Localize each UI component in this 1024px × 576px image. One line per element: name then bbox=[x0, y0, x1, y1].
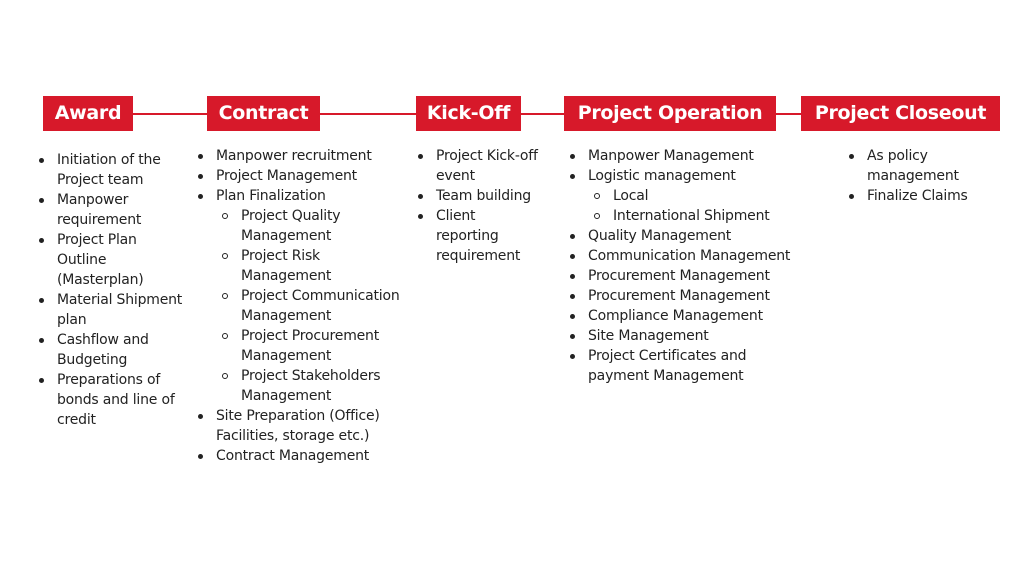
award-task-list: Initiation of the Project team Manpower … bbox=[34, 150, 184, 430]
list-item: Procurement Management bbox=[565, 266, 810, 286]
sub-list-item: Project Procurement Management bbox=[193, 326, 405, 366]
list-item: Cashflow and Budgeting bbox=[34, 330, 184, 370]
list-item: Project Kick-off event bbox=[413, 146, 538, 186]
project-closeout-task-list: As policy management Finalize Claims bbox=[844, 146, 1004, 206]
connector-line bbox=[320, 113, 416, 115]
list-item: Manpower requirement bbox=[34, 190, 184, 230]
contract-task-list: Manpower recruitment Project Management … bbox=[193, 146, 405, 466]
connector-line bbox=[521, 113, 564, 115]
list-item: Project Certificates and payment Managem… bbox=[565, 346, 810, 386]
sub-list-item: International Shipment bbox=[565, 206, 810, 226]
list-item: Procurement Management bbox=[565, 286, 810, 306]
phase-award: Award bbox=[43, 96, 133, 131]
list-item: Quality Management bbox=[565, 226, 810, 246]
sub-list-item: Project Stakeholders Management bbox=[193, 366, 405, 406]
phase-contract: Contract bbox=[207, 96, 320, 131]
list-item: Site Management bbox=[565, 326, 810, 346]
list-item: Team building bbox=[413, 186, 538, 206]
list-item: Material Shipment plan bbox=[34, 290, 184, 330]
list-item: Project Management bbox=[193, 166, 405, 186]
list-item: Site Preparation (Office) Facilities, st… bbox=[193, 406, 405, 446]
phase-project-closeout: Project Closeout bbox=[801, 96, 1000, 131]
list-item: Client reporting requirement bbox=[413, 206, 538, 266]
phase-project-operation: Project Operation bbox=[564, 96, 776, 131]
list-item: Logistic management bbox=[565, 166, 810, 186]
kick-off-task-list: Project Kick-off event Team building Cli… bbox=[413, 146, 538, 266]
list-item: Communication Management bbox=[565, 246, 810, 266]
list-item: As policy management bbox=[844, 146, 1004, 186]
list-item: Contract Management bbox=[193, 446, 405, 466]
list-item: Project Plan Outline (Masterplan) bbox=[34, 230, 184, 290]
list-item: Initiation of the Project team bbox=[34, 150, 184, 190]
phase-kick-off: Kick-Off bbox=[416, 96, 521, 131]
list-item: Compliance Management bbox=[565, 306, 810, 326]
list-item: Preparations of bonds and line of credit bbox=[34, 370, 184, 430]
sub-list-item: Local bbox=[565, 186, 810, 206]
list-item: Manpower recruitment bbox=[193, 146, 405, 166]
list-item: Plan Finalization bbox=[193, 186, 405, 206]
project-operation-task-list: Manpower Management Logistic management … bbox=[565, 146, 810, 386]
sub-list-item: Project Communication Management bbox=[193, 286, 405, 326]
list-item: Manpower Management bbox=[565, 146, 810, 166]
connector-line bbox=[776, 113, 801, 115]
sub-list-item: Project Quality Management bbox=[193, 206, 405, 246]
connector-line bbox=[133, 113, 207, 115]
list-item: Finalize Claims bbox=[844, 186, 1004, 206]
sub-list-item: Project Risk Management bbox=[193, 246, 405, 286]
